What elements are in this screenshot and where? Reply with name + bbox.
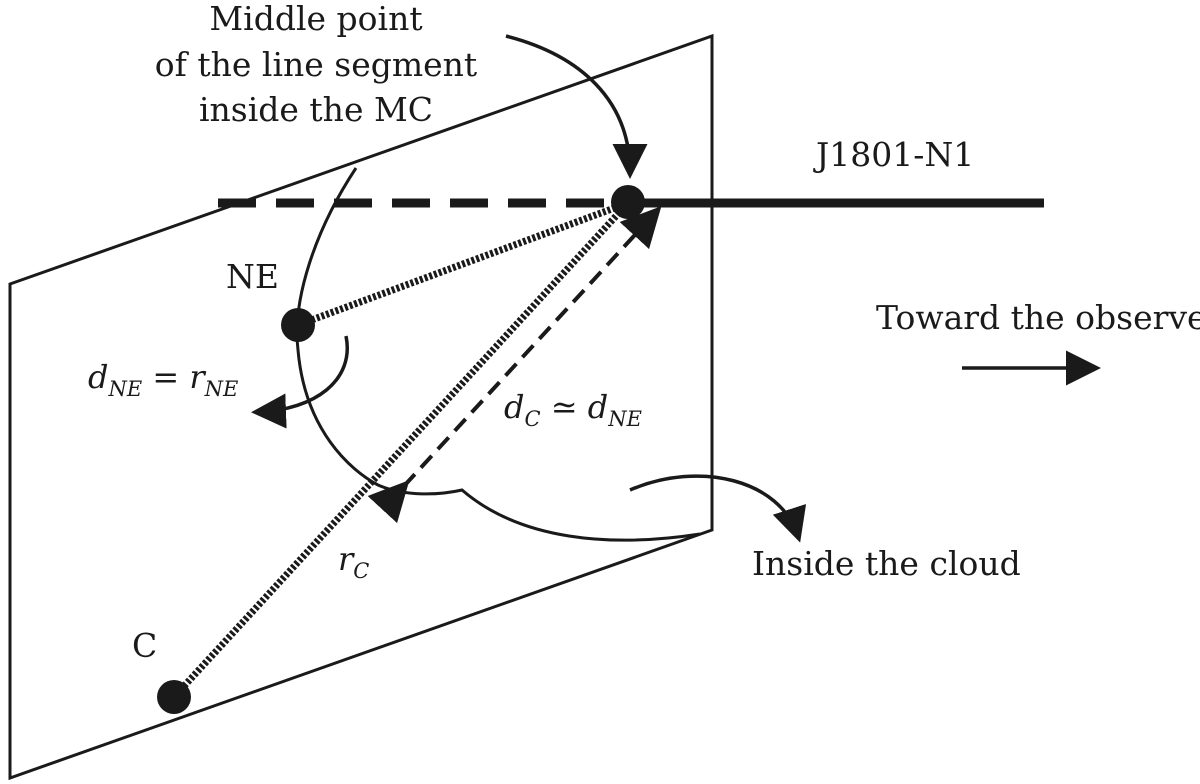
d-ne-equals-r-ne-label: dNE = rNE xyxy=(88,358,238,401)
sightline-label: J1801-N1 xyxy=(813,135,974,174)
middle-point-pointer-arrow xyxy=(505,34,648,179)
sky-plane xyxy=(8,33,714,781)
ne-point-marker xyxy=(281,308,315,342)
d-ne-pointer-arrow xyxy=(251,335,349,429)
inside-cloud-pointer-arrow xyxy=(629,474,807,543)
r-c-label: rC xyxy=(338,540,369,583)
ne-label: NE xyxy=(226,257,279,296)
cloud-boundary-curve xyxy=(295,167,701,542)
middle-point-label-line2: of the line segment xyxy=(155,45,477,84)
toward-observer-label: Toward the observer xyxy=(876,298,1200,337)
middle-point-label-line1: Middle point xyxy=(209,0,422,38)
c-label: C xyxy=(132,626,157,665)
c-point-marker xyxy=(157,680,191,714)
middle-point-label-line3: inside the MC xyxy=(199,90,433,129)
midpoint-marker xyxy=(611,185,645,219)
ne-to-midpoint-line xyxy=(296,199,630,329)
d-c-approx-d-ne-label: dC ≃ dNE xyxy=(504,388,642,431)
inside-cloud-label: Inside the cloud xyxy=(752,544,1021,583)
d-c-arrow xyxy=(367,206,662,524)
